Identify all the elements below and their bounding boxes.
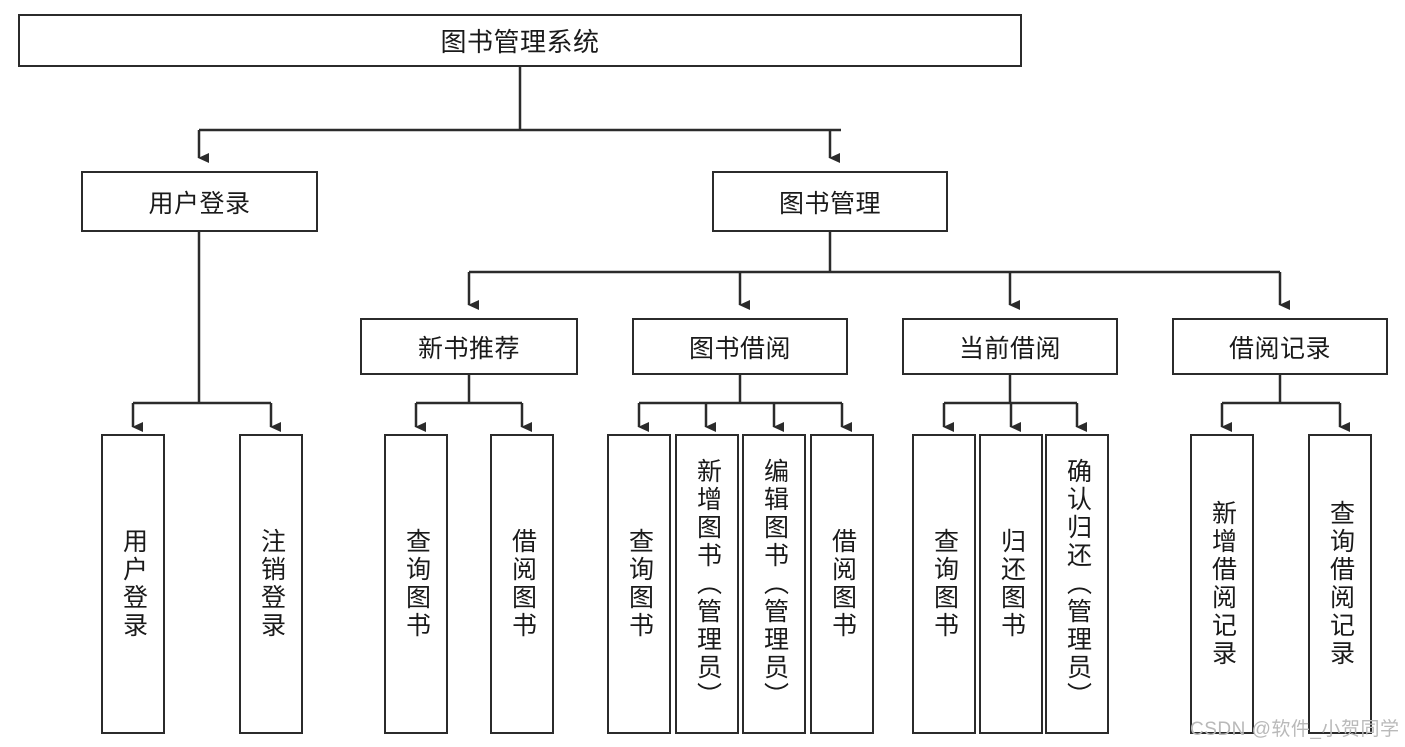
node-leaf-add-record-label: 新增借阅记录 <box>1208 500 1237 668</box>
node-leaf-query-book-2[interactable]: 查询图书 <box>607 434 671 734</box>
node-new-book-recommend[interactable]: 新书推荐 <box>360 318 578 375</box>
node-leaf-query-record[interactable]: 查询借阅记录 <box>1308 434 1372 734</box>
node-book-borrow-label: 图书借阅 <box>688 334 791 363</box>
node-book-manage-label: 图书管理 <box>778 189 881 218</box>
node-leaf-user-login[interactable]: 用户登录 <box>101 434 165 734</box>
node-borrow-record-label: 借阅记录 <box>1228 334 1331 363</box>
node-current-borrow-label: 当前借阅 <box>958 334 1061 363</box>
node-current-borrow[interactable]: 当前借阅 <box>902 318 1118 375</box>
node-user-login-label: 用户登录 <box>148 189 251 218</box>
node-root-system[interactable]: 图书管理系统 <box>18 14 1022 67</box>
node-leaf-add-book-label: 新增图书（管理员） <box>693 458 722 710</box>
node-leaf-edit-book-label: 编辑图书（管理员） <box>760 458 789 710</box>
node-leaf-query-book-3[interactable]: 查询图书 <box>912 434 976 734</box>
node-leaf-confirm-return-label: 确认归还（管理员） <box>1063 458 1092 710</box>
node-leaf-return-book[interactable]: 归还图书 <box>979 434 1043 734</box>
node-leaf-query-book-1[interactable]: 查询图书 <box>384 434 448 734</box>
node-leaf-borrow-book-1[interactable]: 借阅图书 <box>490 434 554 734</box>
node-leaf-return-book-label: 归还图书 <box>997 528 1026 640</box>
node-borrow-record[interactable]: 借阅记录 <box>1172 318 1388 375</box>
node-leaf-user-login-label: 用户登录 <box>119 528 148 640</box>
node-leaf-confirm-return[interactable]: 确认归还（管理员） <box>1045 434 1109 734</box>
node-user-login[interactable]: 用户登录 <box>81 171 318 232</box>
node-leaf-query-book-2-label: 查询图书 <box>625 528 654 640</box>
node-book-manage[interactable]: 图书管理 <box>712 171 948 232</box>
node-root-label: 图书管理系统 <box>440 27 600 57</box>
node-leaf-query-book-3-label: 查询图书 <box>930 528 959 640</box>
node-leaf-query-book-1-label: 查询图书 <box>402 528 431 640</box>
node-book-borrow[interactable]: 图书借阅 <box>632 318 848 375</box>
node-leaf-logout-label: 注销登录 <box>257 528 286 640</box>
node-leaf-edit-book[interactable]: 编辑图书（管理员） <box>742 434 806 734</box>
node-leaf-add-record[interactable]: 新增借阅记录 <box>1190 434 1254 734</box>
node-leaf-query-record-label: 查询借阅记录 <box>1326 500 1355 668</box>
node-leaf-borrow-book-2-label: 借阅图书 <box>828 528 857 640</box>
node-leaf-logout[interactable]: 注销登录 <box>239 434 303 734</box>
node-leaf-borrow-book-1-label: 借阅图书 <box>508 528 537 640</box>
node-new-book-recommend-label: 新书推荐 <box>417 334 520 363</box>
node-leaf-borrow-book-2[interactable]: 借阅图书 <box>810 434 874 734</box>
node-leaf-add-book[interactable]: 新增图书（管理员） <box>675 434 739 734</box>
